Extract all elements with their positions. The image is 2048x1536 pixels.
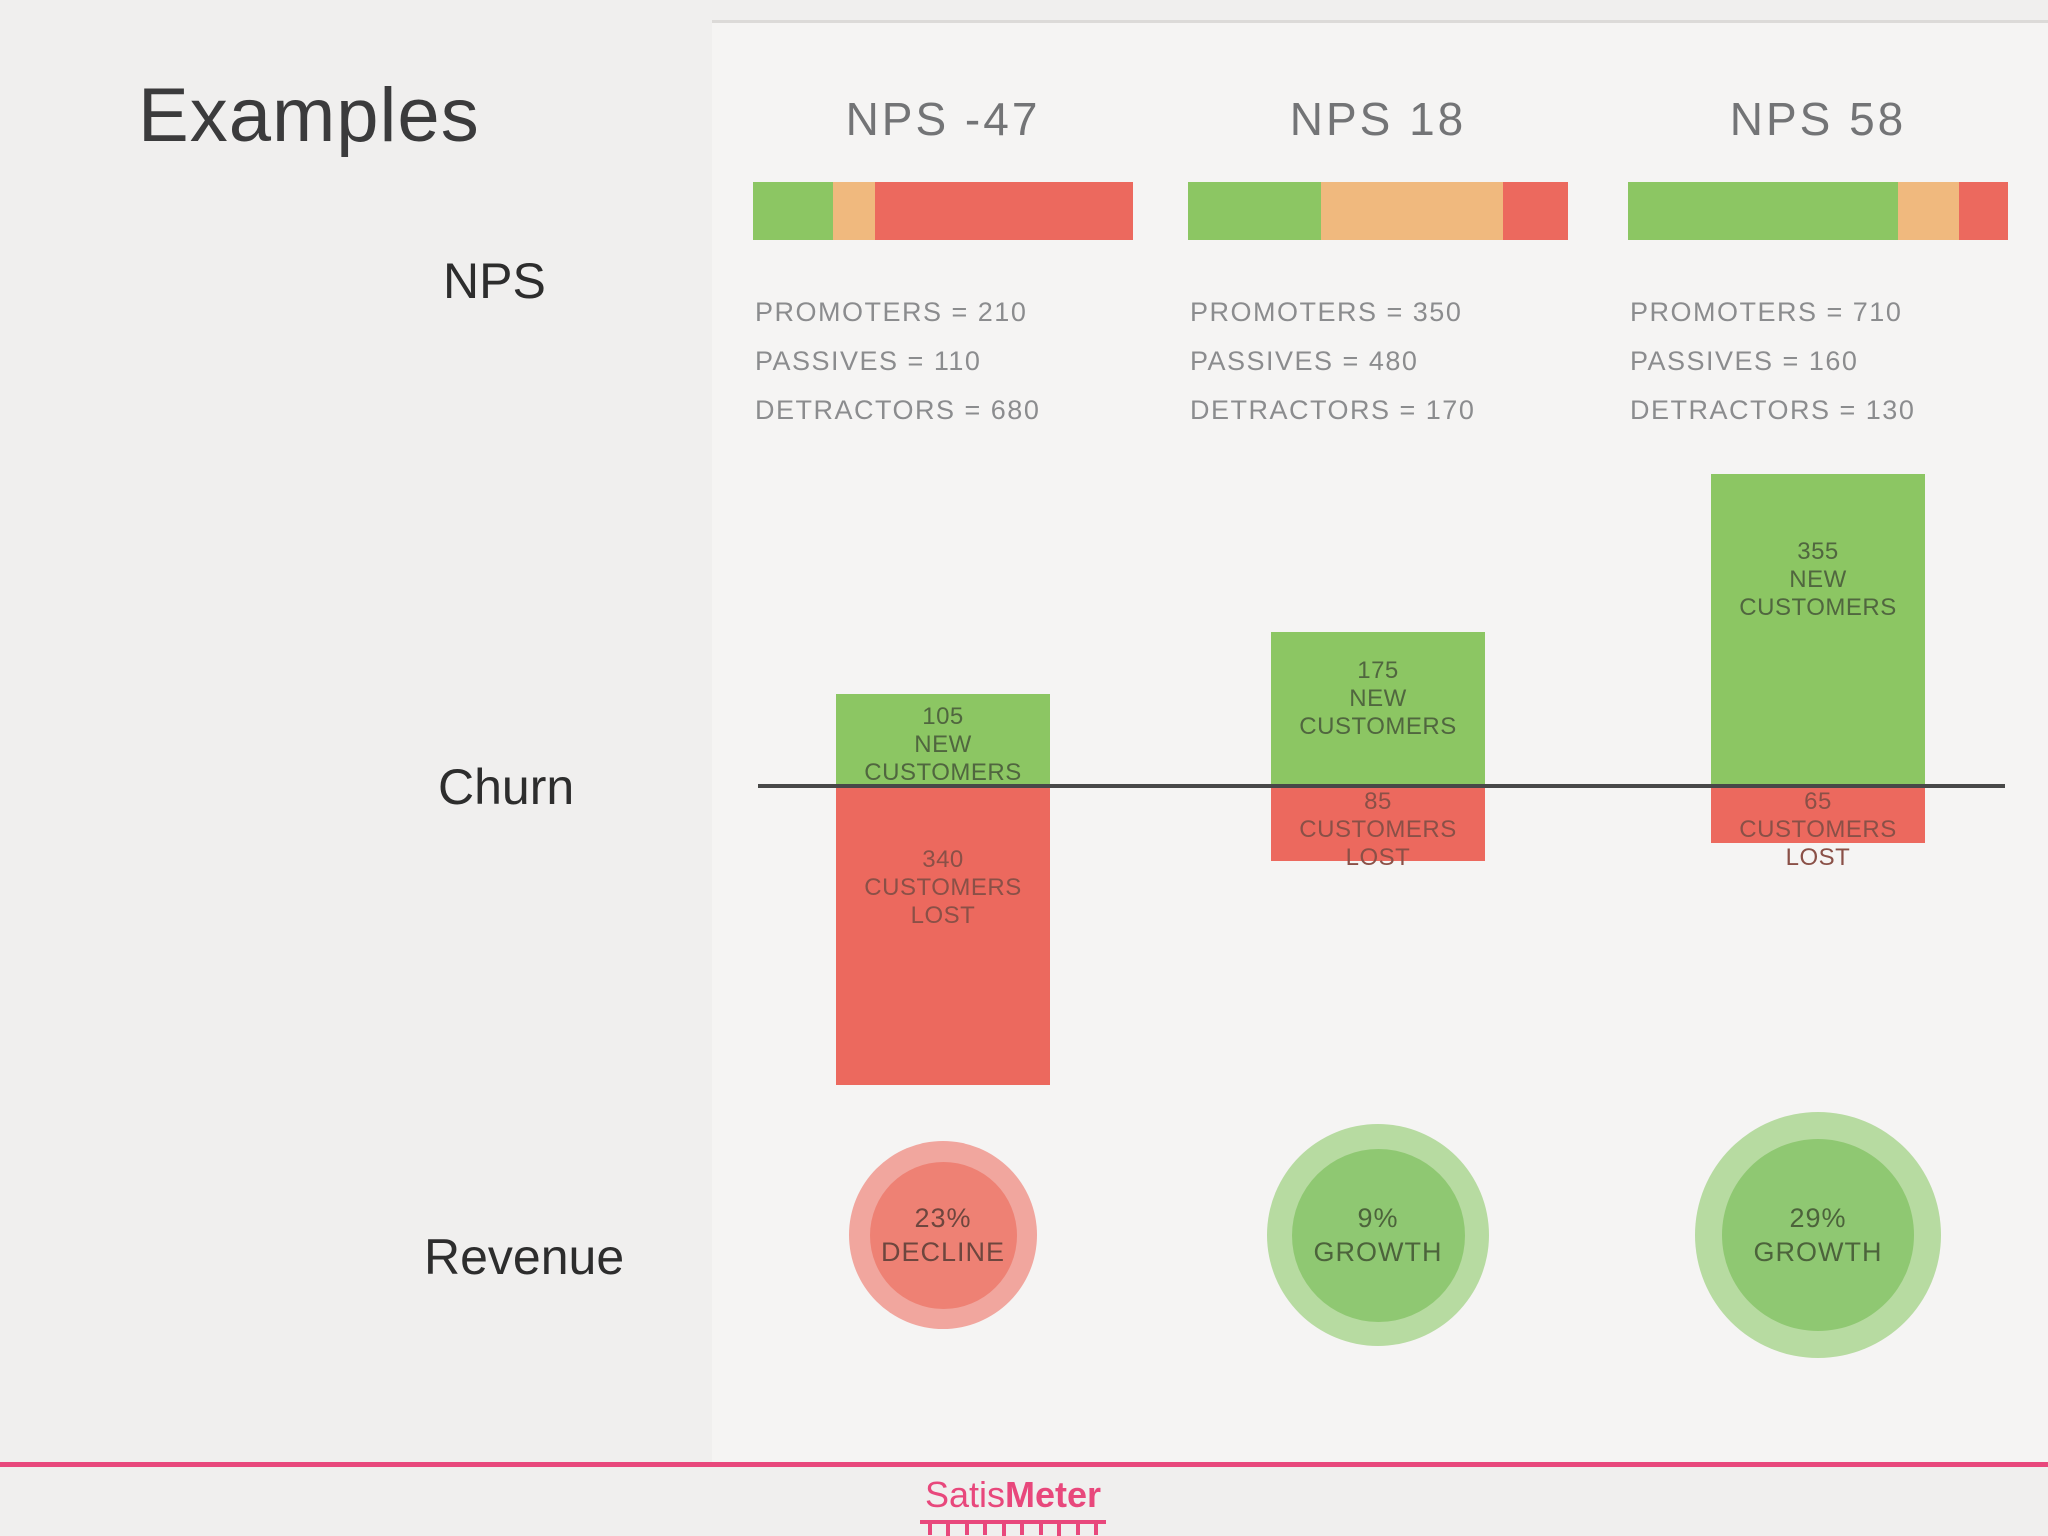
promoters-segment — [753, 182, 833, 240]
example-column-2: NPS 18 PROMOTERS = 350 PASSIVES = 480 DE… — [1188, 0, 1568, 1536]
detractors-stat: DETRACTORS = 130 — [1630, 395, 1916, 425]
nps-stats: PROMOTERS = 710 PASSIVES = 160 DETRACTOR… — [1630, 288, 2010, 435]
revenue-circle-inner: 9% GROWTH — [1291, 1148, 1465, 1322]
example-column-3: NPS 58 PROMOTERS = 710 PASSIVES = 160 DE… — [1628, 0, 2008, 1536]
nps-stats: PROMOTERS = 350 PASSIVES = 480 DETRACTOR… — [1190, 288, 1570, 435]
revenue-value: 23% — [914, 1203, 972, 1233]
passives-segment — [1897, 182, 1959, 240]
promoters-stat: PROMOTERS = 710 — [1630, 297, 1903, 327]
passives-stat: PASSIVES = 160 — [1630, 346, 1859, 376]
nps-score-header: NPS 58 — [1729, 93, 1907, 145]
revenue-circle-inner: 29% GROWTH — [1722, 1139, 1914, 1331]
nps-stats: PROMOTERS = 210 PASSIVES = 110 DETRACTOR… — [755, 288, 1135, 435]
revenue-value: 9% — [1357, 1203, 1399, 1233]
row-label-churn: Churn — [438, 759, 575, 815]
promoters-segment — [1628, 182, 1898, 240]
promoters-stat: PROMOTERS = 210 — [755, 297, 1028, 327]
ruler-icon — [913, 1520, 1113, 1536]
revenue-value: 29% — [1789, 1203, 1847, 1233]
passives-stat: PASSIVES = 110 — [755, 346, 982, 376]
revenue-direction: DECLINE — [880, 1237, 1006, 1267]
revenue-direction: GROWTH — [1753, 1237, 1883, 1267]
passives-segment — [832, 182, 875, 240]
revenue-circle: 9% GROWTH — [1267, 1124, 1489, 1346]
nps-distribution-bar — [1188, 182, 1568, 240]
detractors-stat: DETRACTORS = 680 — [755, 395, 1041, 425]
row-label-revenue: Revenue — [424, 1229, 625, 1285]
example-column-1: NPS -47 PROMOTERS = 210 PASSIVES = 110 D… — [753, 0, 1133, 1536]
passives-segment — [1321, 182, 1504, 240]
churn-baseline — [758, 784, 2005, 788]
satismeter-wordmark: SatisMeter — [913, 1474, 1113, 1516]
nps-distribution-bar — [753, 182, 1133, 240]
brand-meter: Meter — [1005, 1474, 1102, 1515]
footer-divider — [0, 1462, 2048, 1467]
passives-stat: PASSIVES = 480 — [1190, 346, 1419, 376]
row-label-nps: NPS — [443, 253, 546, 309]
revenue-circle: 23% DECLINE — [849, 1141, 1037, 1329]
detractors-segment — [874, 182, 1133, 240]
detractors-segment — [1958, 182, 2008, 240]
detractors-stat: DETRACTORS = 170 — [1190, 395, 1476, 425]
nps-score-header: NPS 18 — [1289, 93, 1467, 145]
promoters-stat: PROMOTERS = 350 — [1190, 297, 1463, 327]
brand-satis: Satis — [924, 1474, 1005, 1515]
nps-distribution-bar — [1628, 182, 2008, 240]
detractors-segment — [1503, 182, 1568, 240]
nps-score-header: NPS -47 — [845, 93, 1041, 145]
revenue-direction: GROWTH — [1313, 1237, 1443, 1267]
promoters-segment — [1188, 182, 1321, 240]
page-title: Examples — [138, 73, 480, 158]
revenue-circle-inner: 23% DECLINE — [869, 1161, 1017, 1309]
satismeter-logo: SatisMeter — [913, 1474, 1113, 1536]
revenue-circle: 29% GROWTH — [1695, 1112, 1941, 1358]
